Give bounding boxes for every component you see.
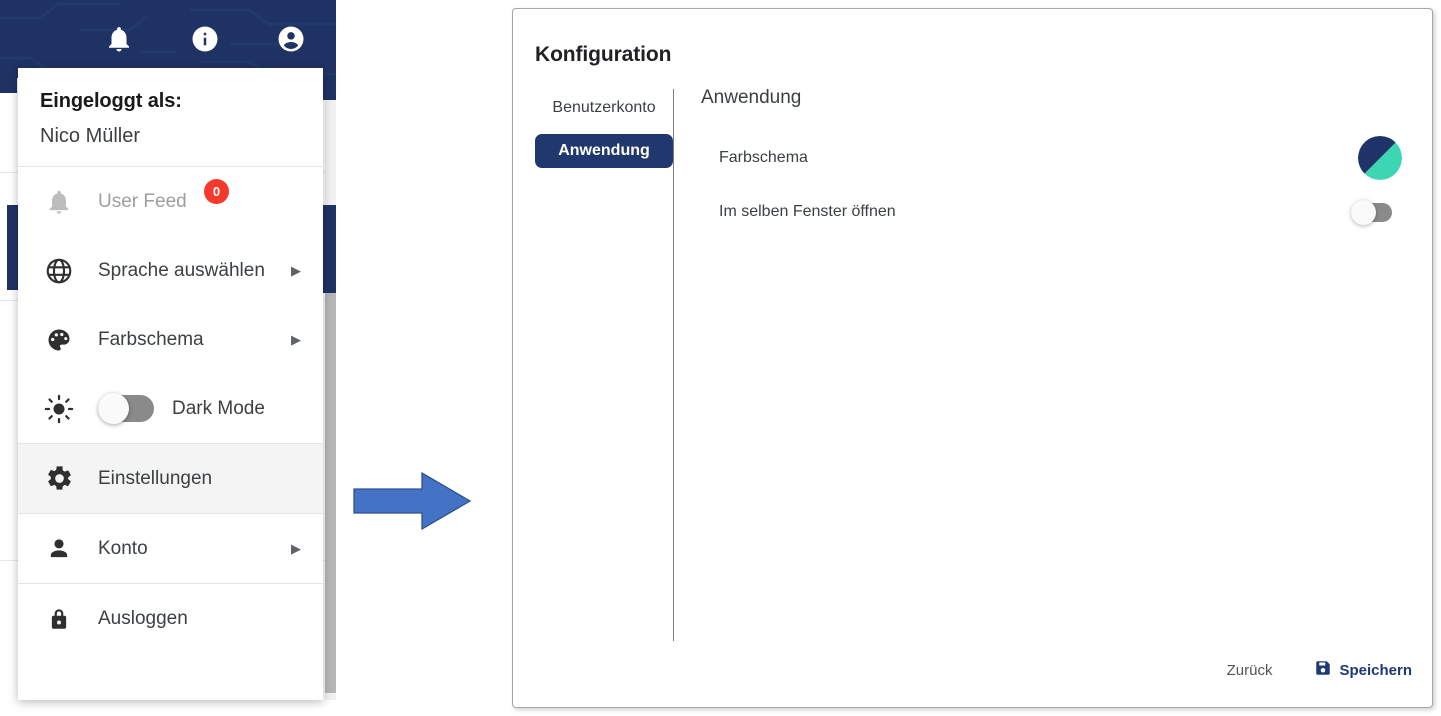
settings-dialog: Konfiguration Benutzerkonto Anwendung An… bbox=[512, 8, 1433, 708]
page-scrollbar-thumb[interactable] bbox=[325, 293, 336, 693]
app-screenshot-left: Eingeloggt als: Nico Müller User Feed 0 bbox=[0, 0, 336, 716]
menu-item-settings[interactable]: Einstellungen bbox=[18, 444, 323, 513]
nav-accent-block-right bbox=[321, 205, 336, 293]
topbar-icon-group bbox=[104, 0, 322, 78]
menu-item-colorscheme[interactable]: Farbschema ▶ bbox=[18, 305, 323, 374]
menu-divider bbox=[18, 166, 323, 167]
dialog-title: Konfiguration bbox=[535, 43, 672, 66]
setting-control bbox=[1358, 136, 1402, 180]
save-floppy-icon bbox=[1314, 659, 1332, 681]
nav-accent-left bbox=[0, 78, 17, 93]
menu-item-label: User Feed bbox=[98, 190, 187, 212]
dialog-footer: Zurück Speichern bbox=[1225, 655, 1414, 685]
palette-icon bbox=[42, 326, 76, 354]
setting-control bbox=[1351, 199, 1392, 225]
app-top-bar bbox=[0, 0, 336, 78]
setting-label: Farbschema bbox=[719, 149, 808, 166]
bell-icon[interactable] bbox=[104, 24, 134, 54]
settings-tab-list: Benutzerkonto Anwendung bbox=[535, 91, 673, 168]
gear-icon bbox=[42, 464, 76, 493]
menu-item-label: Farbschema bbox=[98, 328, 204, 350]
save-button[interactable]: Speichern bbox=[1312, 655, 1414, 685]
pane-title: Anwendung bbox=[701, 87, 802, 108]
person-icon bbox=[42, 535, 76, 563]
setting-row-farbschema: Farbschema bbox=[691, 131, 1416, 185]
setting-label: Im selben Fenster öffnen bbox=[719, 203, 896, 220]
menu-divider bbox=[18, 443, 323, 444]
tab-anwendung[interactable]: Anwendung bbox=[535, 134, 673, 168]
setting-row-same-window: Im selben Fenster öffnen bbox=[691, 185, 1416, 239]
info-icon[interactable] bbox=[190, 24, 220, 54]
user-name: Nico Müller bbox=[40, 125, 141, 147]
user-dropdown-menu: Eingeloggt als: Nico Müller User Feed 0 bbox=[18, 68, 323, 700]
save-button-label: Speichern bbox=[1339, 661, 1412, 679]
toggle-knob bbox=[98, 393, 129, 424]
menu-item-logout[interactable]: Ausloggen bbox=[18, 584, 323, 653]
menu-header: Eingeloggt als: Nico Müller bbox=[18, 68, 323, 166]
account-circle-icon[interactable] bbox=[276, 24, 306, 54]
tab-benutzerkonto[interactable]: Benutzerkonto bbox=[552, 99, 656, 116]
menu-divider bbox=[18, 513, 323, 514]
menu-item-language[interactable]: Sprache auswählen ▶ bbox=[18, 236, 323, 305]
sun-icon bbox=[42, 394, 76, 424]
color-scheme-swatch[interactable] bbox=[1358, 136, 1402, 180]
menu-item-label: Konto bbox=[98, 537, 148, 559]
nav-accent-right bbox=[321, 78, 336, 100]
bell-icon bbox=[42, 188, 76, 216]
flow-arrow-right bbox=[353, 471, 472, 531]
menu-item-label: Sprache auswählen bbox=[98, 259, 265, 281]
back-button[interactable]: Zurück bbox=[1225, 658, 1275, 683]
chevron-right-icon: ▶ bbox=[291, 263, 301, 278]
menu-item-user-feed[interactable]: User Feed 0 bbox=[18, 167, 323, 236]
menu-item-account[interactable]: Konto ▶ bbox=[18, 514, 323, 583]
chevron-right-icon: ▶ bbox=[291, 541, 301, 556]
chevron-right-icon: ▶ bbox=[291, 332, 301, 347]
menu-item-dark-mode[interactable]: Dark Mode bbox=[18, 374, 323, 443]
lock-icon bbox=[42, 606, 76, 632]
toggle-knob bbox=[1351, 199, 1376, 225]
menu-divider bbox=[18, 583, 323, 584]
same-window-toggle[interactable] bbox=[1351, 199, 1392, 225]
menu-item-label: Einstellungen bbox=[98, 467, 213, 489]
settings-pane-anwendung: Anwendung Farbschema bbox=[691, 87, 1416, 239]
tabs-content-divider bbox=[673, 89, 674, 641]
dark-mode-toggle[interactable] bbox=[98, 393, 154, 424]
user-feed-badge: 0 bbox=[204, 179, 229, 204]
menu-item-label: Ausloggen bbox=[98, 607, 188, 629]
logged-in-label: Eingeloggt als: bbox=[40, 90, 182, 112]
menu-item-label: Dark Mode bbox=[172, 397, 265, 419]
globe-icon bbox=[42, 256, 76, 286]
